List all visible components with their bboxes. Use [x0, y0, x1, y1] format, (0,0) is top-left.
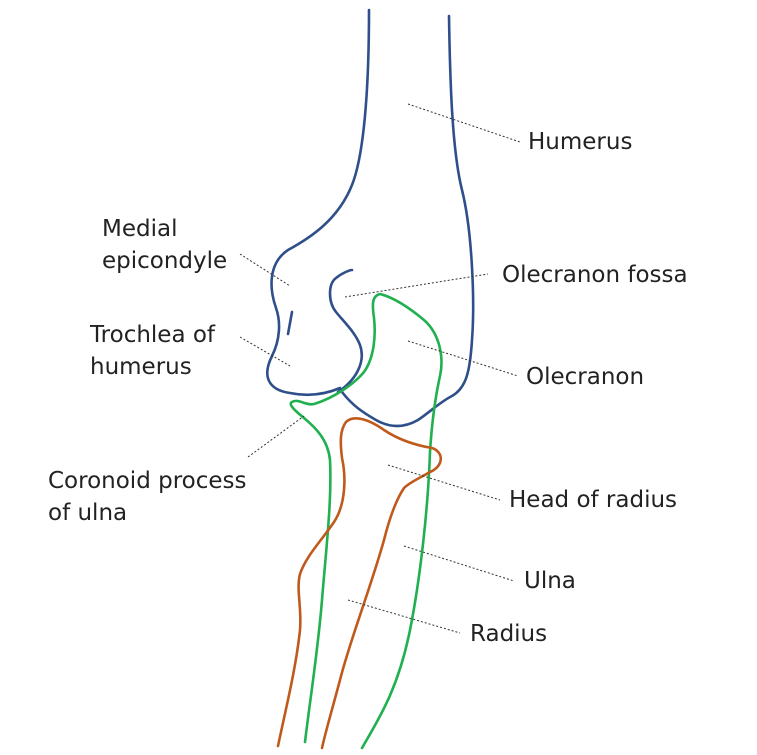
label-ulna: Ulna — [524, 568, 576, 594]
label-medial-epicondyle-line1: Medial — [102, 216, 178, 242]
olecranon-leader — [407, 340, 519, 377]
ulna-leader — [403, 545, 515, 582]
label-trochlea-line1: Trochlea of — [90, 322, 216, 348]
olecranon-fossa-leader — [344, 273, 489, 298]
label-head-of-radius: Head of radius — [509, 487, 678, 513]
radius-outline — [276, 417, 443, 750]
head-of-radius-leader — [387, 464, 501, 501]
ulna-outline — [289, 292, 443, 750]
label-humerus: Humerus — [528, 129, 633, 155]
humerus-outline — [266, 8, 371, 397]
radius-leader — [347, 599, 461, 634]
label-medial-epicondyle-line2: epicondyle — [102, 248, 228, 274]
label-olecranon-fossa: Olecranon fossa — [502, 262, 688, 288]
humerus-leader — [407, 103, 521, 143]
label-trochlea-line2: humerus — [90, 354, 192, 380]
humerus-trochlea-curve — [328, 268, 363, 394]
humerus-lateral-outline — [340, 14, 475, 428]
trochlea-leader — [239, 336, 291, 367]
label-olecranon: Olecranon — [526, 364, 645, 390]
label-coronoid-line2: of ulna — [48, 500, 128, 526]
label-coronoid-line1: Coronoid process — [48, 468, 247, 494]
medial-epicondyle-leader — [239, 253, 291, 287]
coronoid-leader — [247, 415, 305, 458]
label-radius: Radius — [470, 621, 548, 647]
medial-epicondyle-hook — [286, 310, 294, 336]
